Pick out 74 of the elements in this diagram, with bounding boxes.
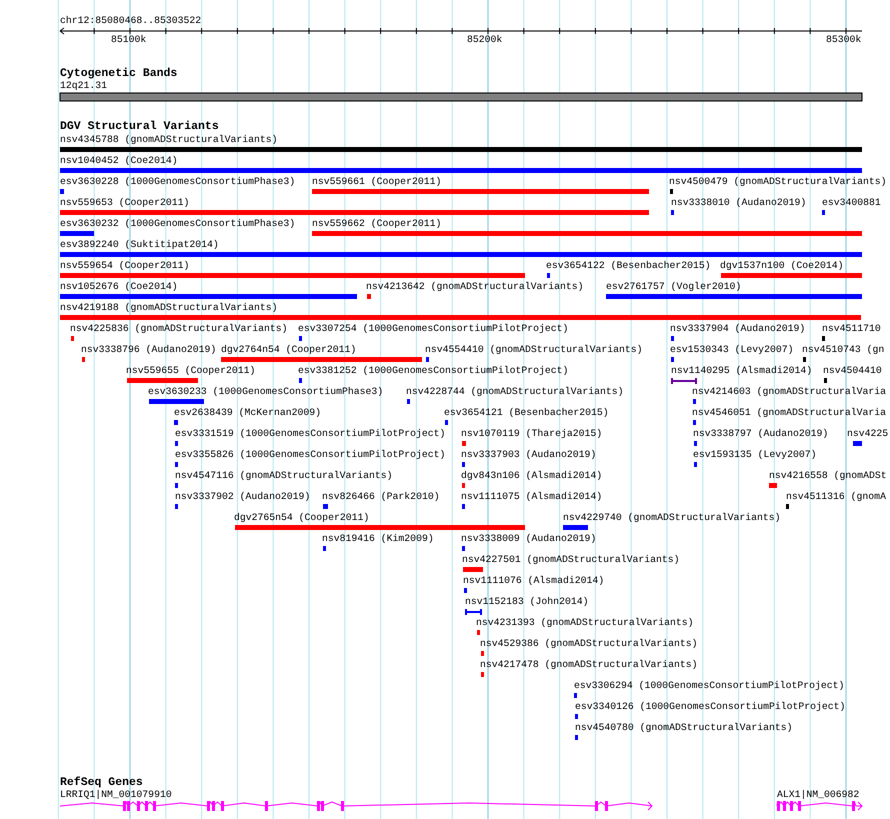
axis-tick-label: 85300k: [826, 34, 862, 46]
variant-label: esv3355826 (1000GenomesConsortiumPilotProject): [175, 449, 446, 461]
variant-label: nsv4345788 (gnomADStructuralVariants): [60, 134, 278, 146]
track-title: DGV Structural Variants: [60, 121, 219, 133]
variant-label: nsv4547116 (gnomADStructuralVariants): [175, 470, 393, 482]
variant-label: nsv826466 (Park2010): [322, 491, 440, 503]
variant-label: nsv1111076 (Alsmadi2014): [463, 575, 604, 587]
variant-label: nsv1070119 (Thareja2015): [461, 428, 602, 440]
variant-label: nsv1052676 (Coe2014): [60, 281, 178, 293]
variant-label: esv2761757 (Vogler2010): [606, 281, 742, 293]
variant-label: nsv4529386 (gnomADStructuralVariants): [480, 638, 698, 650]
variant-label: esv3630233 (1000GenomesConsortiumPhase3): [148, 386, 384, 398]
variant-label: esv3306294 (1000GenomesConsortiumPilotProject): [574, 680, 844, 692]
variant-label: nsv4511316 (gnomA: [786, 491, 886, 503]
variant-label: nsv1040452 (Coe2014): [60, 155, 178, 167]
variant-label: nsv4540780 (gnomADStructuralVariants): [575, 722, 793, 734]
variant-label: nsv559655 (Cooper2011): [126, 365, 256, 377]
variant-label: esv3630228 (1000GenomesConsortiumPhase3): [60, 176, 296, 188]
track-label: chr12:85080468..85303522: [60, 15, 202, 27]
track-title: Cytogenetic Bands: [60, 68, 178, 80]
variant-label: nsv4228744 (gnomADStructuralVariants): [406, 386, 624, 398]
track-label: LRRIQ1|NM_001079910: [60, 789, 172, 801]
variant-label: nsv1111075 (Alsmadi2014): [461, 491, 602, 503]
variant-label: nsv1152183 (John2014): [465, 596, 588, 608]
variant-label: nsv1140295 (Alsmadi2014): [671, 365, 812, 377]
variant-label: nsv4546051 (gnomADStructuralVaria: [692, 407, 886, 419]
variant-label: nsv3338796 (Audano2019): [81, 344, 216, 356]
variant-label: nsv4219188 (gnomADStructuralVariants): [60, 302, 278, 314]
variant-label: nsv4504410: [823, 365, 882, 377]
variant-label: nsv3337902 (Audano2019): [175, 491, 310, 503]
axis-tick-label: 85200k: [467, 34, 502, 46]
variant-label: esv3654121 (Besenbacher2015): [444, 407, 609, 419]
variant-label: nsv559653 (Cooper2011): [60, 197, 190, 209]
variant-label: nsv3338797 (Audano2019): [693, 428, 828, 440]
variant-label: esv1593135 (Levy2007): [693, 449, 816, 461]
variant-label: nsv559654 (Cooper2011): [60, 260, 190, 272]
variant-label: esv2638439 (McKernan2009): [174, 407, 321, 419]
variant-label: nsv4231393 (gnomADStructuralVariants): [476, 617, 694, 629]
variant-label: nsv4227501 (gnomADStructuralVariants): [462, 554, 680, 566]
variant-label: nsv4500479 (gnomADStructuralVariants): [669, 176, 887, 188]
variant-label: esv3654122 (Besenbacher2015): [546, 260, 711, 272]
variant-label: nsv4213642 (gnomADStructuralVariants): [366, 281, 584, 293]
variant-label: nsv3337903 (Audano2019): [461, 449, 596, 461]
variant-label: esv1530343 (Levy2007): [670, 344, 794, 356]
variant-label: nsv4510743 (gn: [802, 344, 884, 356]
variant-label: esv3331519 (1000GenomesConsortiumPilotProject): [175, 428, 446, 440]
variant-label: nsv3338010 (Audano2019): [671, 197, 806, 209]
variant-label: nsv4511710: [822, 323, 881, 335]
variant-label: esv3340126 (1000GenomesConsortiumPilotProject): [575, 701, 846, 713]
variant-label: nsv4229740 (gnomADStructuralVariants): [563, 512, 781, 524]
variant-label: nsv4225836 (gnomADStructuralVariants): [70, 323, 288, 335]
variant-label: esv3400881: [822, 197, 881, 209]
variant-label: esv3307254 (1000GenomesConsortiumPilotProject): [298, 323, 568, 335]
axis-tick-label: 85100k: [111, 34, 146, 46]
variant-label: nsv4214603 (gnomADStructuralVaria: [692, 386, 886, 398]
variant-label: nsv559662 (Cooper2011): [312, 218, 442, 230]
track-title: RefSeq Genes: [60, 777, 143, 789]
variant-label: dgv843n106 (Alsmadi2014): [461, 470, 602, 482]
variant-label: esv3892240 (Suktitipat2014): [60, 239, 219, 251]
variant-label: nsv4225: [847, 428, 888, 440]
variant-label: esv3381252 (1000GenomesConsortiumPilotProject): [298, 365, 568, 377]
variant-label: nsv4216558 (gnomADSt: [769, 470, 887, 482]
variant-label: nsv4554410 (gnomADStructuralVariants): [425, 344, 643, 356]
variant-label: dgv1537n100 (Coe2014): [720, 260, 844, 272]
variant-label: dgv2765n54 (Cooper2011): [234, 512, 370, 524]
track-label: 12q21.31: [60, 80, 108, 92]
variant-label: nsv3338009 (Audano2019): [461, 533, 596, 545]
track-label: ALX1|NM_006982: [777, 789, 860, 801]
variant-label: esv3630232 (1000GenomesConsortiumPhase3): [60, 218, 296, 230]
variant-label: dgv2764n54 (Cooper2011): [221, 344, 356, 356]
variant-label: nsv559661 (Cooper2011): [312, 176, 442, 188]
variant-label: nsv3337904 (Audano2019): [670, 323, 806, 335]
variant-label: nsv819416 (Kim2009): [322, 533, 434, 545]
variant-label: nsv4217478 (gnomADStructuralVariants): [480, 659, 698, 671]
